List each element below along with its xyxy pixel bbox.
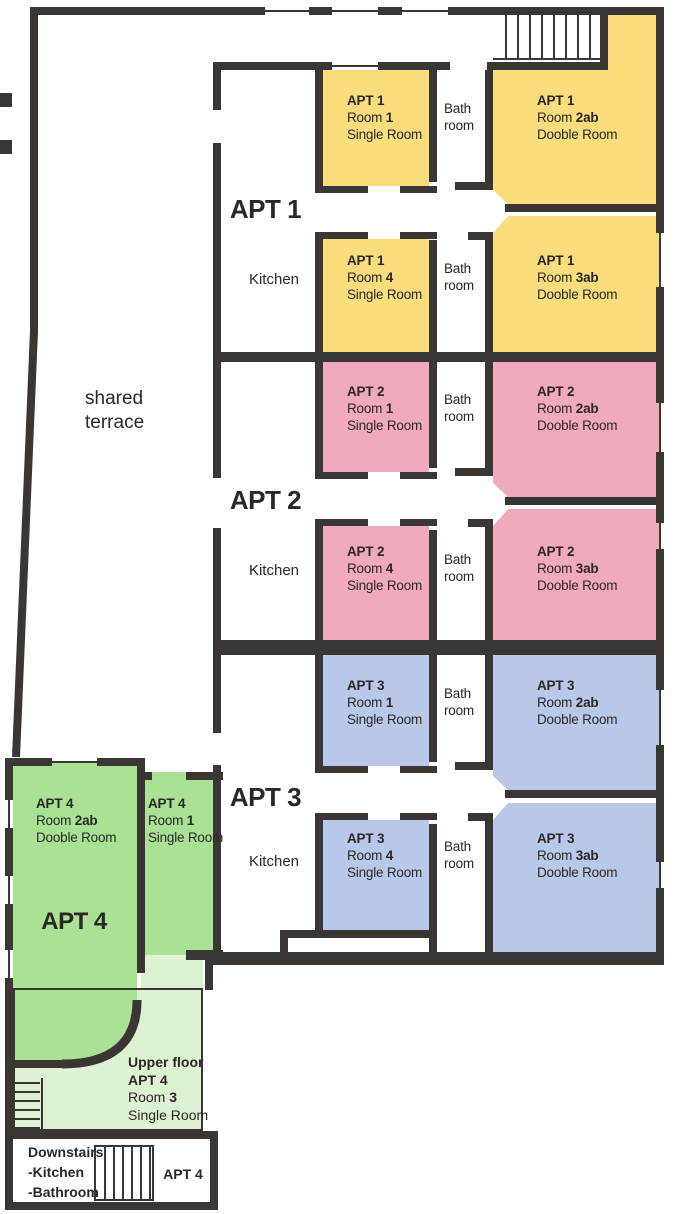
- apt2-room4-area: [320, 526, 429, 640]
- apt3-bath-bottom-label: Bath room: [444, 839, 474, 871]
- apt3-room1-area: [320, 655, 429, 766]
- apt1-room3ab-area: [493, 216, 660, 352]
- apt4-room2ab-label: APT 4 Room 2ab Dooble Room: [36, 796, 117, 845]
- apt2-room1-label: APT 2 Room 1 Single Room: [347, 384, 423, 433]
- apt4-room1-label: APT 4 Room 1 Single Room: [148, 796, 224, 845]
- upper-floor-room-outline: [13, 988, 203, 1131]
- apt1-room2ab-label: APT 1 Room 2ab Dooble Room: [537, 93, 618, 142]
- apt1-room1-label: APT 1 Room 1 Single Room: [347, 93, 423, 142]
- apt2-room2ab-label: APT 2 Room 2ab Dooble Room: [537, 384, 618, 433]
- apt4-upper-landing-area: [141, 955, 203, 988]
- apt3-room4-area: [320, 820, 429, 930]
- apt1-title: APT 1: [229, 194, 302, 224]
- apt3-title: APT 3: [229, 782, 302, 812]
- apt3-room1-label: APT 3 Room 1 Single Room: [347, 678, 423, 727]
- apt1-bath-top-label: Bath room: [444, 101, 474, 133]
- apt2-bath-bottom-label: Bath room: [444, 552, 474, 584]
- apt4-room2ab-area: [13, 763, 137, 1060]
- apt1-bath-bottom-label: Bath room: [444, 261, 474, 293]
- shared-terrace-label: shared terrace: [85, 388, 145, 433]
- apt2-title: APT 2: [229, 485, 302, 515]
- apt1-room3ab-label: APT 1 Room 3ab Dooble Room: [537, 253, 618, 302]
- apt3-room4-label: APT 3 Room 4 Single Room: [347, 831, 423, 880]
- walls: [0, 7, 664, 1210]
- apt4-upper-room3-label: Upper floor APT 4 Room 3 Single Room: [128, 1054, 209, 1123]
- apt4-room1-area: [145, 772, 215, 955]
- apt3-room3ab-label: APT 3 Room 3ab Dooble Room: [537, 831, 618, 880]
- apt3-room3ab-area: [493, 803, 660, 952]
- apt2-room3ab-label: APT 2 Room 3ab Dooble Room: [537, 544, 618, 593]
- apt4-title: APT 4: [41, 908, 107, 935]
- apt3-kitchen-label: Kitchen: [248, 853, 300, 870]
- apt1-room2ab-area: [493, 15, 660, 204]
- staircase-ladder-left: [13, 1078, 43, 1131]
- staircase-bottom: [94, 1145, 154, 1201]
- apt4-stair-label: APT 4: [163, 1166, 203, 1182]
- apt2-room1-area: [320, 362, 429, 472]
- apt2-room3ab-area: [493, 509, 660, 640]
- apt1-kitchen-label: Kitchen: [248, 271, 300, 288]
- apt1-room4-label: APT 1 Room 4 Single Room: [347, 253, 423, 302]
- downstairs-note: Downstairs -Kitchen -Bathroom: [28, 1144, 104, 1200]
- room-fills: [13, 15, 660, 1131]
- apt2-room4-label: APT 2 Room 4 Single Room: [347, 544, 423, 593]
- apt2-room2ab-area: [493, 362, 660, 497]
- windows: [8, 10, 661, 978]
- staircase-top: [493, 15, 600, 60]
- apt1-room4-area: [320, 239, 429, 352]
- apt2-kitchen-label: Kitchen: [248, 562, 300, 579]
- apt1-room1-area: [320, 70, 429, 186]
- curved-wall: [61, 999, 142, 1069]
- apt3-room2ab-label: APT 3 Room 2ab Dooble Room: [537, 678, 618, 727]
- apt3-room2ab-area: [493, 655, 660, 790]
- apt2-bath-top-label: Bath room: [444, 392, 474, 424]
- apt3-bath-top-label: Bath room: [444, 686, 474, 718]
